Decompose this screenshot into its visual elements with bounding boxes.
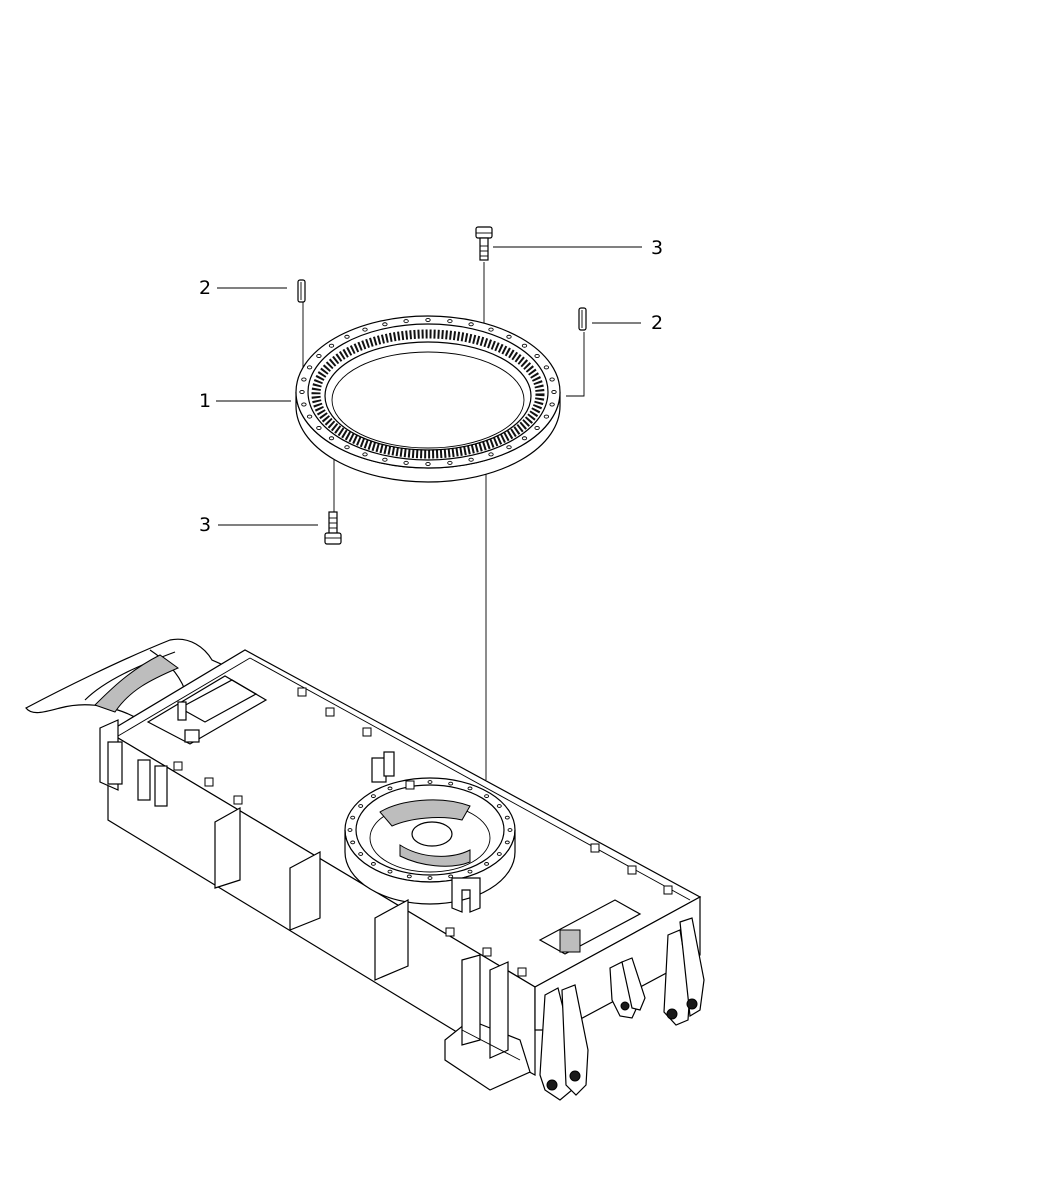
bolt-hole [301,377,307,382]
plate-nut [233,795,243,805]
callout-label-3-bottom: 3 [199,514,211,536]
housing-bolt-hole [427,780,433,784]
lug-plates [539,917,705,1101]
plate-nut [325,707,335,717]
housing-bolt-hole [496,852,502,856]
bolt-hole [306,365,313,370]
callout-3-bottom: 3 [199,514,318,536]
bolt-hole [506,334,512,339]
bolt-hole [306,414,313,419]
callout-2-left: 2 [199,277,287,299]
plate-nut [590,843,600,853]
bolt-hole [543,414,550,419]
bolt-hole [382,457,388,462]
bolt-hole [344,445,350,450]
bolt-hole [543,365,550,370]
housing-bolt-hole [467,786,473,791]
plate-nut [204,777,214,787]
bolt-hole [447,460,453,465]
housing-bolt-hole [448,781,454,786]
housing-bolt-hole [448,874,454,879]
housing-bolt-hole [484,862,490,866]
bolt-hole [488,327,494,332]
pin-left [297,279,306,303]
callout-2-right: 2 [592,312,663,334]
bolt-hole [551,390,557,394]
housing-bolt-hole [504,840,510,845]
plate-nut [517,967,527,977]
bolt-hole [382,322,388,327]
housing-bolt-hole [370,862,376,866]
plate-nut [405,780,415,790]
bolt-hole [447,319,453,324]
slewing-ring [295,315,561,483]
housing-bolt-hole [358,804,364,808]
plate-nut [663,885,673,895]
bolt-hole [299,390,305,394]
bolt-hole [549,402,555,407]
housing-bolt-hole [350,815,356,820]
pin-right [578,307,587,331]
housing-bolt-hole [504,815,510,820]
bolt-hole [521,343,528,348]
housing-bolt-hole [406,874,412,879]
callout-label-2-right: 2 [651,312,663,334]
housing-bolt-hole [370,794,376,798]
bolt-hole [425,318,431,322]
bolt-hole [468,457,474,462]
plate-nut [297,687,307,697]
housing-bolt-hole [427,876,433,880]
housing-bolt-hole [467,869,473,874]
bolt-hole [488,452,494,457]
housing-bolt-hole [358,852,364,856]
housing-bolt-hole [496,804,502,808]
bolt-hole [468,322,474,327]
bolt-top [475,226,493,261]
bolt-hole [301,402,307,407]
bolt-hole [316,354,322,358]
bolt-hole [403,319,409,324]
callout-label-3-top: 3 [651,237,663,259]
housing-bolt-hole [387,786,393,791]
bolt-bottom [324,511,342,545]
bolt-hole [521,436,528,441]
bolt-hole [328,436,335,441]
undercarriage-frame [25,638,705,1101]
bolt-hole [316,426,322,430]
callout-label-2-left: 2 [199,277,211,299]
housing-bolt-hole [350,840,356,845]
plate-nut [482,947,492,957]
callout-label-1: 1 [199,390,211,412]
bolt-hole [362,452,368,457]
housing-bolt-hole [387,869,393,874]
plate-nut [445,927,455,937]
housing-bolt-hole [347,828,353,832]
bolt-hole [549,377,555,382]
bolt-hole [344,334,350,339]
bolt-hole [425,462,431,466]
housing-bolt-hole [507,828,513,832]
bolt-hole [534,354,540,358]
bolt-hole [506,445,512,450]
plate-nut [627,865,637,875]
callout-1: 1 [199,390,291,412]
plate-nut [362,727,372,737]
bolt-hole [403,460,409,465]
housing-bolt-hole [484,794,490,798]
plate-nut [173,761,183,771]
bolt-hole [534,426,540,430]
bolt-hole [362,327,368,332]
bolt-hole [328,343,335,348]
callout-3-top: 3 [493,237,663,259]
